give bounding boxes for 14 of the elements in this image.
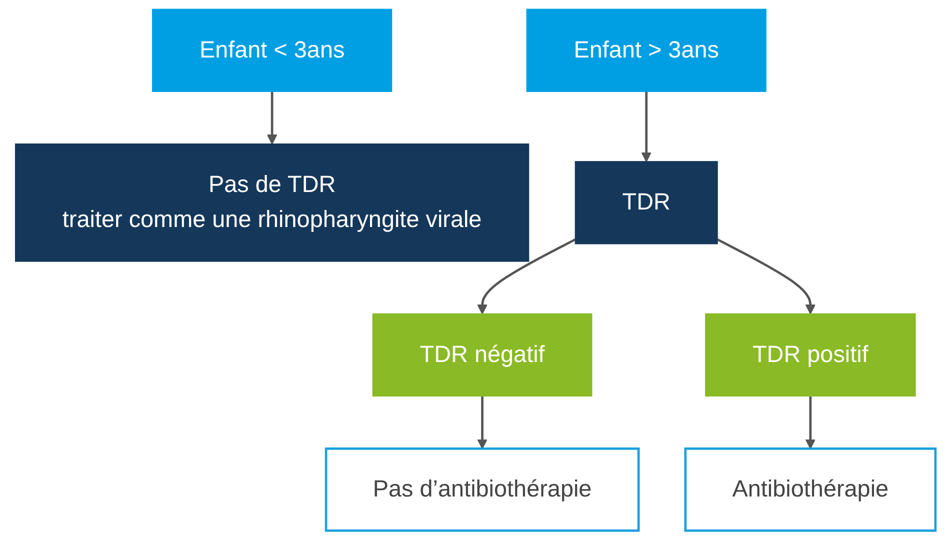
arrow xyxy=(641,91,652,162)
arrow xyxy=(266,91,278,145)
node-box: Antibiothérapie xyxy=(684,447,937,532)
arrow xyxy=(716,238,816,314)
node-box: Enfant < 3ans xyxy=(152,8,392,92)
arrow xyxy=(477,238,576,314)
arrow xyxy=(805,396,816,450)
node-box: TDR positif xyxy=(705,313,916,396)
node-box: Pas de TDR traiter comme une rhinopharyngite virale xyxy=(14,144,530,262)
node-box: TDR xyxy=(574,161,718,244)
arrow xyxy=(477,396,488,450)
node-box: TDR négatif xyxy=(372,313,592,396)
node-box: Pas d’antibiothérapie xyxy=(324,447,640,532)
node-box: Enfant > 3ans xyxy=(526,8,766,92)
